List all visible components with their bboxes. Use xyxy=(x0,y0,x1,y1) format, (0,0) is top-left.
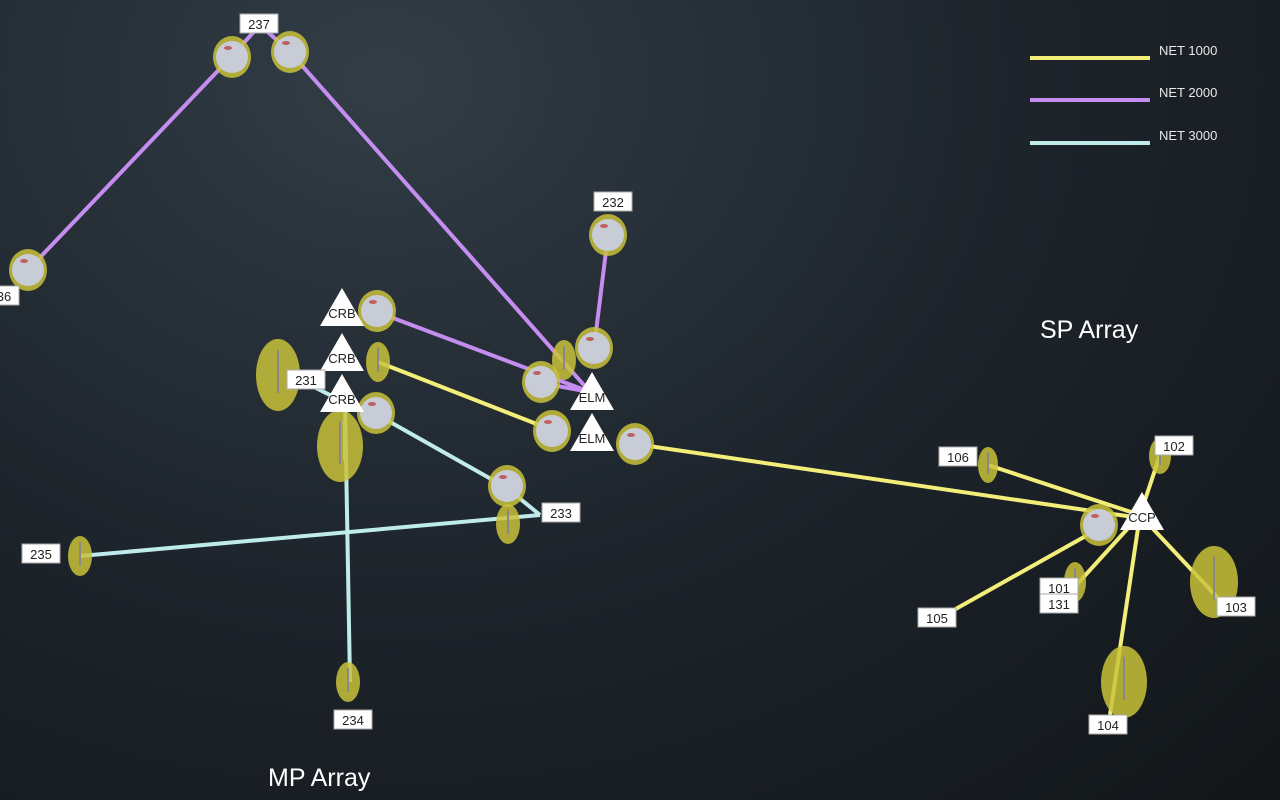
station-label-box xyxy=(938,446,978,467)
hub-label-crb3: CRB xyxy=(328,392,355,407)
station-label-231: 231 xyxy=(295,373,317,388)
net-3000-link xyxy=(79,513,541,558)
station-label-box xyxy=(239,13,279,34)
seismometer-sphere-icon[interactable] xyxy=(536,415,568,447)
sphere-mark xyxy=(533,371,541,375)
sphere-mark xyxy=(368,402,376,406)
legend-label: NET 3000 xyxy=(1159,128,1217,143)
station-label-233: 233 xyxy=(550,506,572,521)
station-label-237: 237 xyxy=(248,17,270,32)
station-label-236: 36 xyxy=(0,289,11,304)
station-label-104: 104 xyxy=(1097,718,1119,733)
station-label-235: 235 xyxy=(30,547,52,562)
sphere-mark xyxy=(1091,514,1099,518)
station-label-box xyxy=(21,543,61,564)
station-label-102: 102 xyxy=(1163,439,1185,454)
station-label-box xyxy=(1088,714,1128,735)
seismometer-sphere-icon[interactable] xyxy=(1083,509,1115,541)
station-label-106: 106 xyxy=(947,450,969,465)
sphere-mark xyxy=(224,46,232,50)
hub-triangle-icon[interactable] xyxy=(1120,492,1164,530)
net-1000-link xyxy=(987,463,1141,517)
hub-triangle-icon[interactable] xyxy=(320,288,364,326)
station-label-box xyxy=(333,709,373,730)
station-label-232: 232 xyxy=(602,195,624,210)
hub-triangle-icon[interactable] xyxy=(320,374,364,412)
hub-label-crb1: CRB xyxy=(328,306,355,321)
sphere-mark xyxy=(499,475,507,479)
sphere-mark xyxy=(544,420,552,424)
seismometer-sphere-icon[interactable] xyxy=(525,366,557,398)
station-label-101: 101 xyxy=(1048,581,1070,596)
station-label-131: 131 xyxy=(1048,597,1070,612)
sphere-mark xyxy=(20,259,28,263)
net-2000-link xyxy=(26,54,234,272)
station-label-box xyxy=(1216,596,1256,617)
mp-array-label: MP Array xyxy=(268,764,371,792)
net-2000-link xyxy=(288,50,592,394)
seismometer-sphere-icon[interactable] xyxy=(216,41,248,73)
seismometer-sphere-icon[interactable] xyxy=(361,295,393,327)
sphere-mark xyxy=(600,224,608,228)
net-1000-link xyxy=(944,526,1101,617)
seismometer-sphere-icon[interactable] xyxy=(592,219,624,251)
seismometer-sphere-icon[interactable] xyxy=(578,332,610,364)
station-label-103: 103 xyxy=(1225,600,1247,615)
sphere-mark xyxy=(627,433,635,437)
seismometer-sphere-icon[interactable] xyxy=(619,428,651,460)
seismometer-sphere-icon[interactable] xyxy=(491,470,523,502)
station-label-box xyxy=(1039,593,1079,614)
legend-label: NET 2000 xyxy=(1159,85,1217,100)
station-label-box xyxy=(0,285,20,306)
net-1000-link xyxy=(377,360,553,432)
sphere-mark xyxy=(586,337,594,341)
hub-label-elm1: ELM xyxy=(579,390,606,405)
seismometer-sphere-icon[interactable] xyxy=(360,397,392,429)
station-label-box xyxy=(286,369,326,390)
station-label-box xyxy=(1154,435,1194,456)
hub-label-ccp: CCP xyxy=(1128,510,1155,525)
station-label-box xyxy=(917,607,957,628)
hub-label-elm2: ELM xyxy=(579,431,606,446)
hub-label-crb2: CRB xyxy=(328,351,355,366)
station-label-234: 234 xyxy=(342,713,364,728)
seismometer-sphere-icon[interactable] xyxy=(274,36,306,68)
station-label-box xyxy=(593,191,633,212)
station-label-box xyxy=(541,502,581,523)
legend-label: NET 1000 xyxy=(1159,43,1217,58)
sp-array-label: SP Array xyxy=(1040,316,1139,344)
hub-triangle-icon[interactable] xyxy=(570,372,614,410)
sphere-mark xyxy=(282,41,290,45)
hub-triangle-icon[interactable] xyxy=(570,413,614,451)
hub-triangle-icon[interactable] xyxy=(320,333,364,371)
station-label-105: 105 xyxy=(926,611,948,626)
sphere-mark xyxy=(369,300,377,304)
net-1000-link xyxy=(634,442,1141,520)
seismometer-sphere-icon[interactable] xyxy=(12,254,44,286)
